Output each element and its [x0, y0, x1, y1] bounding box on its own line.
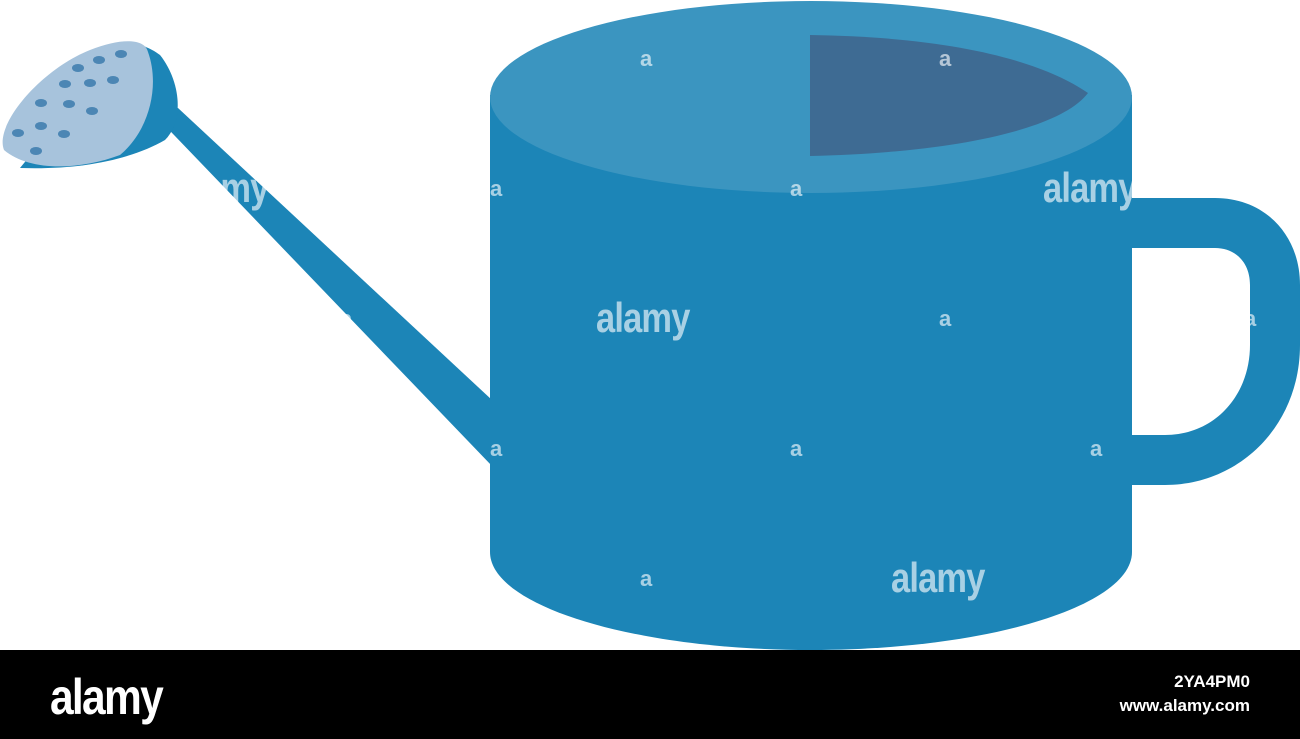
can-opening	[810, 35, 1088, 156]
footer-bar: alamy 2YA4PM0 www.alamy.com	[0, 650, 1300, 739]
spout-pipe	[150, 108, 492, 466]
footer-logo: alamy	[50, 669, 164, 725]
rose-holes	[12, 50, 127, 155]
watering-can-illustration	[2, 1, 1300, 650]
rose-face	[2, 41, 153, 167]
image-id: 2YA4PM0	[1174, 672, 1250, 691]
can-body	[490, 95, 1132, 650]
footer-url: www.alamy.com	[1119, 696, 1250, 715]
handle	[1130, 198, 1300, 485]
